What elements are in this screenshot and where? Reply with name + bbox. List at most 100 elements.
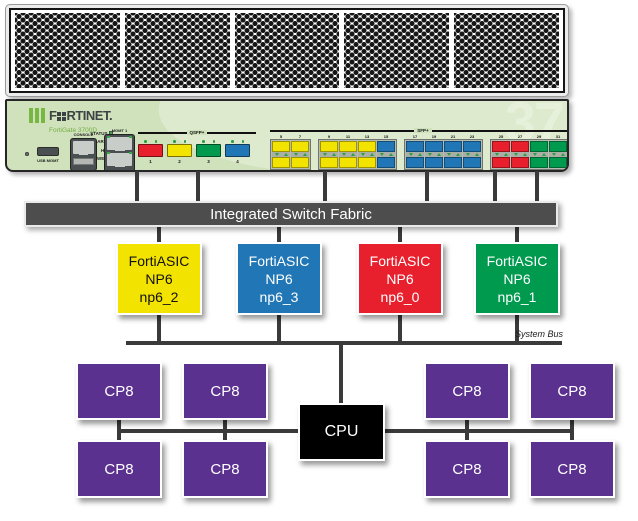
cp8-processor: CP8 [424, 362, 510, 420]
np6-bus-link [398, 315, 402, 341]
qsfp-group-line: QSFP+ [138, 130, 256, 135]
model-name: FortiGate 3700D [49, 127, 98, 134]
port-number: 27 [517, 134, 523, 139]
cp8-processor: CP8 [529, 440, 615, 498]
led-label: ALARM [91, 139, 108, 145]
port-connector [444, 157, 462, 168]
port-leds [167, 139, 192, 144]
sfp-port-column [530, 141, 548, 168]
fabric-np6-link [157, 227, 161, 242]
cp8-tick [465, 420, 469, 440]
sfp-port-column [425, 141, 443, 168]
port-connector [549, 157, 567, 168]
port-number: 9 [327, 134, 331, 139]
port-number: 25 [498, 134, 504, 139]
fabric-np6-link [398, 227, 402, 242]
port-connector [463, 157, 481, 168]
port-connector [358, 157, 376, 168]
port-led-strip [406, 152, 424, 157]
cp8-processor: CP8 [182, 362, 268, 420]
sfp-frame [270, 139, 311, 170]
vent-section [344, 13, 450, 88]
sfp-port-column [339, 141, 357, 168]
port-connector [272, 157, 290, 168]
usb-mgmt-label: USB MGMT [37, 157, 59, 163]
port-led-strip [339, 152, 357, 157]
fabric-np6-link [277, 227, 281, 242]
sfp-groups: 5768911131510121416171921231820222425272… [270, 134, 567, 172]
port-number: 11 [345, 134, 351, 139]
fabric-np6-link [515, 227, 519, 242]
sfp-port-column [492, 141, 510, 168]
port-connector [425, 157, 443, 168]
port-connector [406, 157, 424, 168]
np6-processor-np6_1: FortiASIC NP6 np6_1 [474, 242, 560, 315]
port-number: 30 [530, 170, 548, 172]
qsfp-port-1: 1 [138, 139, 163, 164]
cp8-tick [570, 420, 574, 440]
qsfp-port-2: 2 [167, 139, 192, 164]
port-connector [358, 141, 376, 152]
system-bus-line [126, 341, 562, 345]
port-number: 7 [298, 134, 302, 139]
port-number: 29 [536, 134, 542, 139]
system-bus-label: System Bus [514, 329, 563, 339]
port-led-strip [358, 152, 376, 157]
port-connector [463, 141, 481, 152]
port-numbers-top: 9 11 13 15 [318, 134, 397, 139]
port-connector [196, 144, 221, 157]
port-led-strip [463, 152, 481, 157]
np6-bus-link [515, 315, 519, 341]
chassis-fabric-link [196, 171, 200, 201]
port-connector [291, 157, 309, 168]
led-label: POWER [90, 156, 108, 162]
port-numbers-bottom: 10121416 [318, 170, 397, 172]
port-connector [530, 141, 548, 152]
port-number: 28 [511, 170, 529, 172]
port-number: 18 [406, 170, 424, 172]
sfp-frame [490, 139, 567, 170]
port-number: 22 [444, 170, 462, 172]
sfp-port-column [320, 141, 338, 168]
port-number: 4 [236, 159, 239, 164]
np6-processor-np6_3: FortiASIC NP6 np6_3 [236, 242, 322, 315]
mgmt1-label: MGMT 1 [111, 127, 128, 133]
port-connector [377, 157, 395, 168]
port-connector [492, 141, 510, 152]
port-number: 15 [383, 134, 389, 139]
port-number: 16 [377, 170, 395, 172]
port-connector [511, 141, 529, 152]
sfp-group-line: SFP+ [270, 128, 567, 133]
np6-bus-link [157, 315, 161, 341]
sfp-port-column [272, 141, 290, 168]
cpu-cp8-left-bus [117, 429, 298, 433]
port-number: 14 [358, 170, 376, 172]
port-number: 12 [339, 170, 357, 172]
port-number: 13 [364, 134, 370, 139]
np6-processor-np6_0: FortiASIC NP6 np6_0 [357, 242, 443, 315]
logo-bars-icon [29, 108, 45, 134]
port-connector [272, 141, 290, 152]
sfp-port-column [358, 141, 376, 168]
port-leds [138, 139, 163, 144]
port-led-strip [549, 152, 567, 157]
port-led-strip [492, 152, 510, 157]
cp8-processor: CP8 [76, 362, 162, 420]
port-connector [320, 141, 338, 152]
bus-cpu-link [339, 345, 343, 403]
port-leds [225, 139, 250, 144]
qsfp-port-4: 4 [225, 139, 250, 164]
port-led-strip [425, 152, 443, 157]
port-leds [196, 139, 221, 144]
port-connector [320, 157, 338, 168]
port-led-strip [291, 152, 309, 157]
vent-section [454, 13, 559, 88]
port-connector [225, 144, 250, 157]
port-number: 5 [279, 134, 283, 139]
